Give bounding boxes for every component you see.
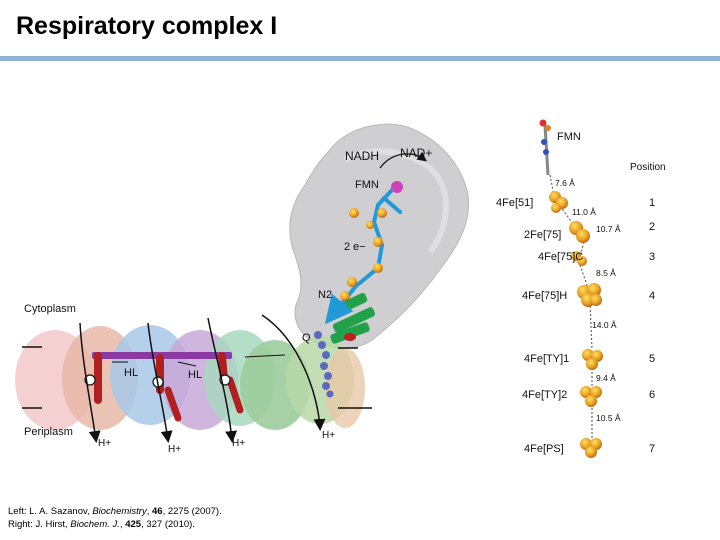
nadh-label: NADH — [345, 149, 379, 163]
distance-label: 7.6 Å — [555, 178, 575, 188]
credit-right: Right: J. Hirst, Biochem. J., 425, 327 (… — [8, 518, 222, 531]
proton-label-4: H+ — [322, 430, 335, 441]
distance-label: 11.0 Å — [572, 207, 596, 217]
cytoplasm-label: Cytoplasm — [24, 303, 76, 315]
credit-text: Left: L. A. Sazanov, — [8, 506, 92, 517]
credit-left: Left: L. A. Sazanov, Biochemistry, 46, 2… — [8, 505, 222, 518]
cluster-name: 4Fe[TY]2 — [522, 389, 567, 401]
fmn-molecule — [540, 120, 552, 176]
cluster-name: 2Fe[75] — [524, 229, 561, 241]
periplasm-label: Periplasm — [24, 426, 73, 438]
distance-label: 10.5 Å — [596, 413, 621, 423]
distance-label: 10.7 Å — [596, 224, 621, 234]
hl-label-left: HL — [124, 367, 138, 379]
quinone-head — [344, 333, 356, 341]
cluster-name: 4Fe[TY]1 — [524, 353, 569, 365]
position-number: 3 — [649, 251, 655, 263]
position-number: 5 — [649, 353, 655, 365]
two-electron-label: 2 e− — [344, 241, 366, 253]
credits: Left: L. A. Sazanov, Biochemistry, 46, 2… — [8, 505, 222, 531]
nad-plus-label: NAD+ — [400, 146, 432, 160]
credit-text: , 2275 (2007). — [163, 506, 222, 517]
position-number: 4 — [649, 290, 655, 302]
position-number: 1 — [649, 197, 655, 209]
fmn-label-right: FMN — [557, 131, 581, 143]
credit-text: Right: J. Hirst, — [8, 519, 70, 530]
distance-label: 9.4 Å — [596, 373, 616, 383]
hl-label-right: HL — [188, 369, 202, 381]
credit-volume: 425 — [125, 519, 141, 530]
position-number: 2 — [649, 221, 655, 233]
distance-label: 14.0 Å — [592, 320, 617, 330]
cluster-name: 4Fe[51] — [496, 197, 533, 209]
credit-text: , 327 (2010). — [141, 519, 195, 530]
position-number: 6 — [649, 389, 655, 401]
cluster-name: 4Fe[PS] — [524, 443, 564, 455]
position-header: Position — [630, 162, 666, 173]
credit-journal: Biochem. J. — [70, 519, 120, 530]
fmn-label-left: FMN — [355, 179, 379, 191]
q-label: Q — [302, 332, 311, 344]
cluster-name: 4Fe[75]H — [522, 290, 567, 302]
cluster-name: 4Fe[75]C — [538, 251, 583, 263]
position-number: 7 — [649, 443, 655, 455]
distance-label: 8.5 Å — [596, 268, 616, 278]
credit-journal: Biochemistry — [92, 506, 146, 517]
n2-label: N2 — [318, 289, 332, 301]
proton-label-2: H+ — [168, 444, 181, 455]
credit-volume: 46 — [152, 506, 163, 517]
proton-label-1: H+ — [98, 438, 111, 449]
proton-label-3: H+ — [232, 438, 245, 449]
